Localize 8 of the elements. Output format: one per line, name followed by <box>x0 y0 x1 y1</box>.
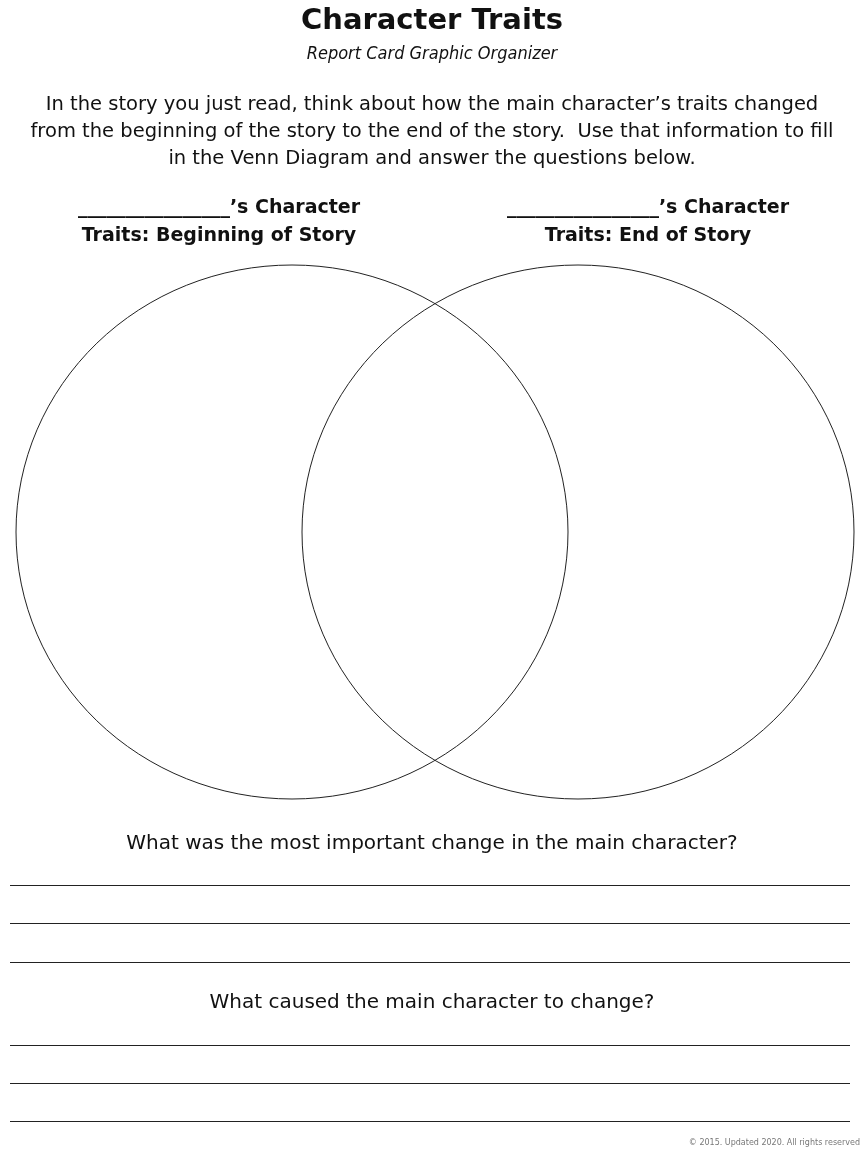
circle-heading: ________________’s Character Traits: Beginning of Story <box>76 194 362 247</box>
question-text: What was the most important change in the main character? <box>125 830 739 854</box>
worksheet-title: Character Traits <box>300 2 564 36</box>
circle-heading: ________________’s Character Traits: End of Story <box>505 194 791 247</box>
question-text: What caused the main character to change? <box>208 989 656 1013</box>
copyright-note: © 2015. Updated 2020. All rights reserved <box>687 1138 860 1147</box>
instructions-paragraph: In the story you just read, think about how the main character’s traits changed from the beginning of the story to the end of the story. Use that information to fill in the Venn Diagram and answer the questions below. <box>29 91 835 171</box>
subtitle: Report Card Graphic Organizer <box>305 42 559 63</box>
